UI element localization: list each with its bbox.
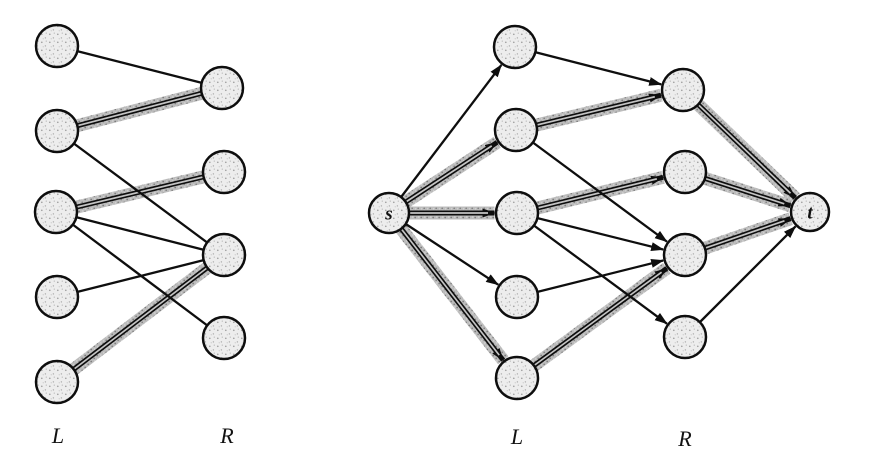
- edge-l3-r2-matched: [515, 171, 665, 220]
- node-label-t: t: [807, 203, 813, 224]
- column-label-R-bipartite-graph: R: [219, 423, 234, 448]
- column-label-L-flow-network: L: [510, 424, 523, 449]
- node-R2: [201, 149, 247, 195]
- edge-L2-R1-matched: [55, 81, 224, 138]
- node-s: [367, 191, 411, 235]
- edge-s-l4: [388, 212, 500, 286]
- edge-L1-R1: [56, 44, 223, 90]
- edge-l4-r3: [516, 259, 665, 299]
- node-l4: [494, 274, 540, 320]
- edge-L3-R3: [55, 210, 225, 257]
- edge-l3-r3: [516, 211, 665, 251]
- node-t: [789, 191, 831, 233]
- edge-L4-R3: [56, 253, 225, 299]
- edge-s-l1: [388, 64, 503, 214]
- node-L2: [34, 108, 80, 154]
- flow-network: s tL R: [367, 24, 831, 451]
- node-L3: [33, 189, 79, 235]
- node-r3: [662, 232, 708, 278]
- node-R3: [201, 232, 247, 278]
- node-r1: [660, 67, 706, 113]
- node-R4: [201, 315, 247, 361]
- edge-l2-r3: [515, 129, 668, 243]
- node-l3: [494, 190, 540, 236]
- edge-l3-r4: [516, 212, 668, 325]
- edge-l1-r1: [514, 45, 663, 86]
- edge-r1-t-matched: [678, 85, 800, 203]
- node-r2: [662, 149, 708, 195]
- node-l2: [493, 107, 539, 153]
- edge-r4-t: [684, 225, 797, 338]
- node-l5: [494, 355, 540, 401]
- edge-L2-R3: [56, 130, 225, 256]
- node-L5: [34, 359, 80, 405]
- node-R1: [199, 65, 245, 111]
- node-label-s: s: [384, 204, 392, 225]
- edge-s-l5-matched: [383, 209, 509, 365]
- node-L1: [34, 23, 80, 69]
- node-l1: [492, 24, 538, 70]
- node-r4: [662, 314, 708, 360]
- edge-l2-r1-matched: [514, 88, 663, 137]
- edge-l5-r3-matched: [513, 263, 671, 384]
- edge-L5-R3-matched: [53, 249, 228, 388]
- column-label-L-bipartite-graph: L: [51, 423, 64, 448]
- column-label-R-flow-network: R: [677, 426, 692, 451]
- node-L4: [34, 274, 80, 320]
